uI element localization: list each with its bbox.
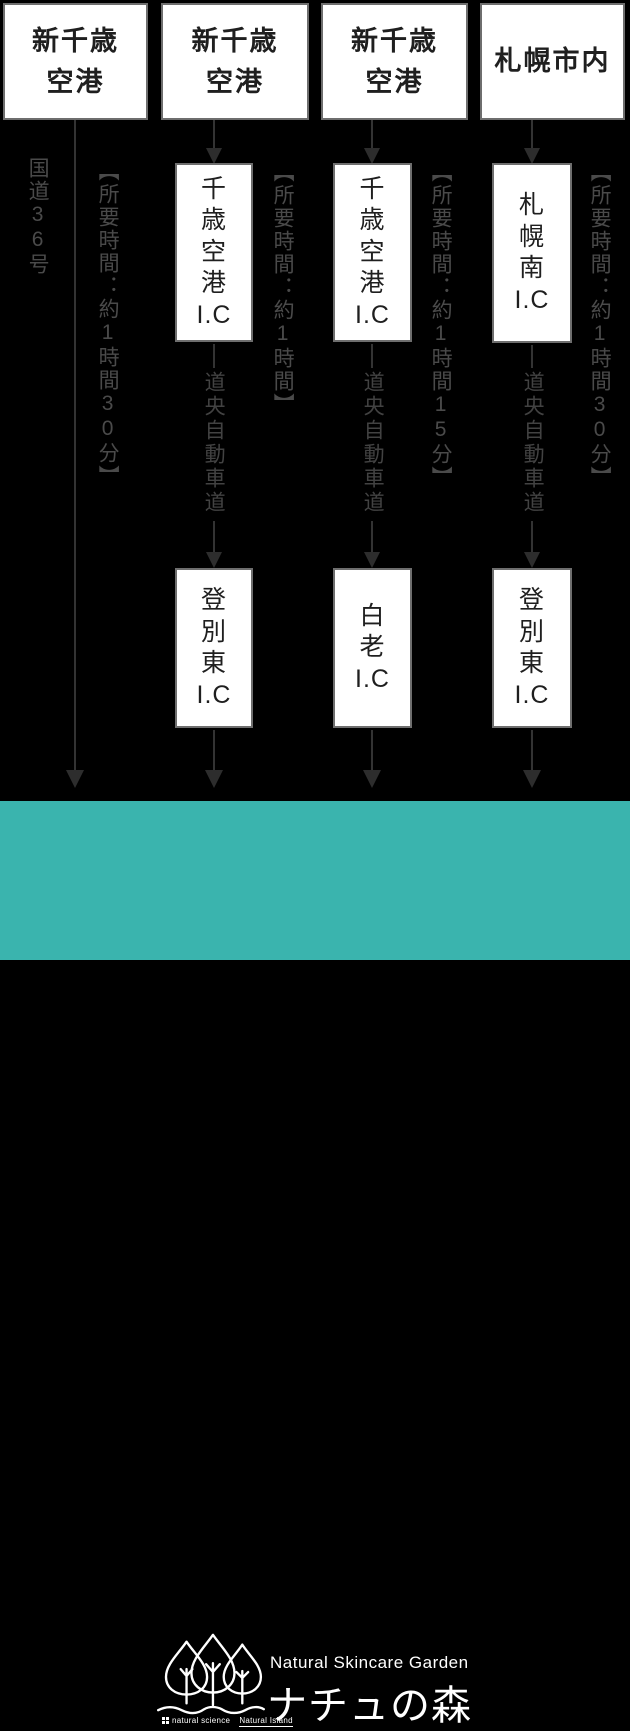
- exit-ic-box-noboribetsu-higashi-ic: 登 別 東 I.C: [175, 568, 253, 728]
- down-arrow-stem: [213, 730, 215, 772]
- down-arrow-head-icon: [523, 770, 541, 788]
- natural-island-logo: Natural Island: [239, 1716, 293, 1727]
- down-arrow-stem: [531, 730, 533, 772]
- access-route-diagram: 新千歳 空港 国道36号 【所要時間：約1時間30分】 新千歳 空港 千 歳 空…: [0, 3, 630, 1728]
- down-arrow-stem: [531, 521, 533, 553]
- down-arrow-stem: [213, 120, 215, 150]
- duration-label-3: 【所要時間：約1時間15分】: [429, 161, 453, 489]
- exit-ic-box-shiraoi-ic: 白 老 I.C: [333, 568, 412, 728]
- company-logos-row: natural science Natural Island: [162, 1716, 293, 1727]
- road-label-doo-expressway: 道央自動車道: [521, 371, 545, 515]
- dots-grid-icon: [162, 1717, 165, 1720]
- entry-ic-box-chitose-airport-ic: 千 歳 空 港 I.C: [333, 163, 412, 342]
- exit-ic-box-noboribetsu-higashi-ic: 登 別 東 I.C: [492, 568, 572, 728]
- down-arrow-stem: [531, 120, 533, 150]
- down-arrow-head-icon: [524, 148, 540, 164]
- down-arrow-stem: [371, 521, 373, 553]
- entry-ic-box-chitose-airport-ic: 千 歳 空 港 I.C: [175, 163, 253, 342]
- connector-line: [371, 344, 373, 368]
- road-label-doo-expressway: 道央自動車道: [202, 371, 226, 515]
- down-arrow-head-icon: [206, 552, 222, 568]
- road-label-doo-expressway: 道央自動車道: [361, 371, 385, 515]
- down-arrow-head-icon: [364, 148, 380, 164]
- down-arrow-stem: [371, 120, 373, 150]
- down-arrow-head-icon: [66, 770, 84, 788]
- duration-label-2: 【所要時間：約1時間】: [271, 161, 295, 416]
- down-arrow-stem: [213, 521, 215, 553]
- brand-footer: Natural Skincare Garden ナチュの森 natural sc…: [0, 801, 630, 1728]
- origin-box-chitose-airport-3: 新千歳 空港: [321, 3, 468, 120]
- duration-label-1: 【所要時間：約1時間30分】: [96, 160, 120, 488]
- duration-label-4: 【所要時間：約1時間30分】: [588, 161, 612, 489]
- brand-tagline-en: Natural Skincare Garden: [270, 1653, 469, 1672]
- down-arrow-head-icon: [205, 770, 223, 788]
- natural-science-label: natural science: [172, 1716, 231, 1725]
- down-arrow-head-icon: [206, 148, 222, 164]
- down-arrow-head-icon: [524, 552, 540, 568]
- route-label-national-road: 国道36号: [26, 157, 50, 276]
- natural-science-logo: natural science: [162, 1716, 230, 1725]
- connector-line: [531, 345, 533, 368]
- brand-name-jp: ナチュの森: [267, 1684, 472, 1728]
- origin-box-chitose-airport-1: 新千歳 空港: [3, 3, 148, 120]
- origin-box-sapporo-city: 札幌市内: [480, 3, 625, 120]
- three-trees-logo-icon: [157, 1633, 265, 1715]
- down-arrow-head-icon: [363, 770, 381, 788]
- origin-box-chitose-airport-2: 新千歳 空港: [161, 3, 309, 120]
- down-arrow-stem: [74, 120, 76, 772]
- down-arrow-head-icon: [364, 552, 380, 568]
- connector-line: [213, 344, 215, 368]
- down-arrow-stem: [371, 730, 373, 772]
- entry-ic-box-sapporo-minami-ic: 札 幌 南 I.C: [492, 163, 572, 343]
